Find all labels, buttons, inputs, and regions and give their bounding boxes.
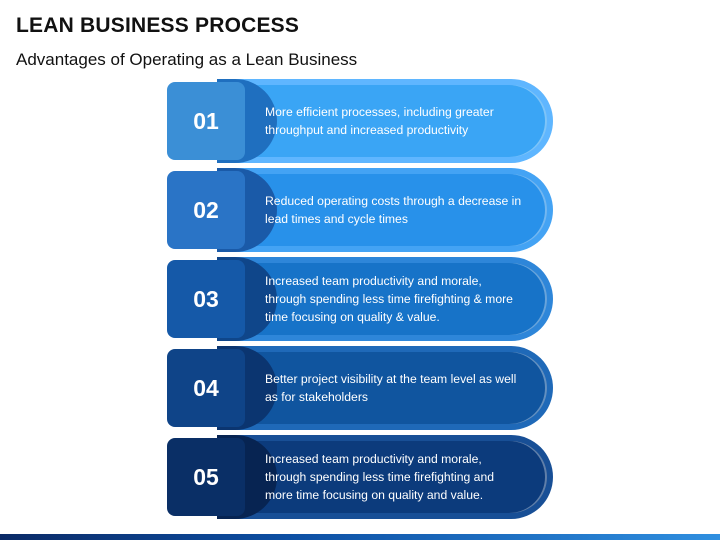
step-4: 04 Better project visibility at the team… xyxy=(167,346,555,430)
step-5: 05 Increased team productivity and moral… xyxy=(167,435,555,519)
step-3-text: Increased team productivity and morale, … xyxy=(265,274,513,324)
step-1-text: More efficient processes, including grea… xyxy=(265,105,494,137)
step-5-number: 05 xyxy=(167,438,245,516)
page-title: LEAN BUSINESS PROCESS xyxy=(16,14,300,37)
step-2-number: 02 xyxy=(167,171,245,249)
step-3-number: 03 xyxy=(167,260,245,338)
step-3: 03 Increased team productivity and moral… xyxy=(167,257,555,341)
page-subtitle: Advantages of Operating as a Lean Busine… xyxy=(16,50,358,69)
step-1: 01 More efficient processes, including g… xyxy=(167,79,555,163)
step-1-number: 01 xyxy=(167,82,245,160)
step-5-text: Increased team productivity and morale, … xyxy=(265,452,494,502)
step-4-text: Better project visibility at the team le… xyxy=(265,372,517,404)
step-1-pill xyxy=(219,79,553,163)
step-2: 02 Reduced operating costs through a dec… xyxy=(167,168,555,252)
step-2-text: Reduced operating costs through a decrea… xyxy=(265,194,522,226)
bottom-accent-bar xyxy=(0,534,720,540)
step-4-number: 04 xyxy=(167,349,245,427)
